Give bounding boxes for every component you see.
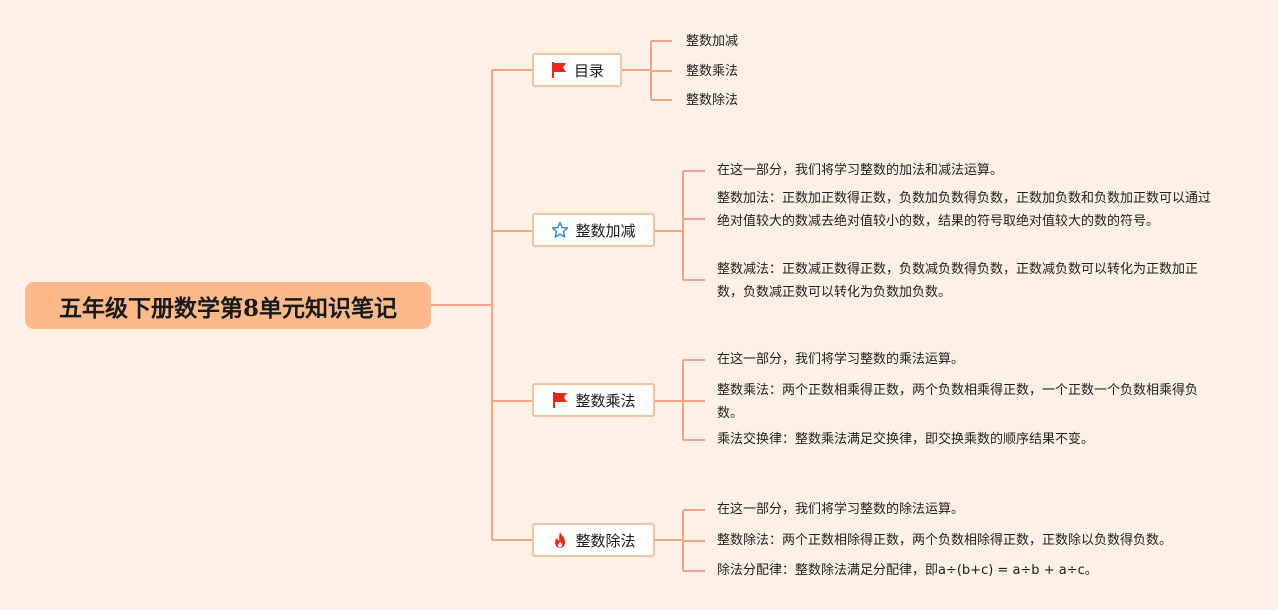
star-icon: [552, 221, 569, 238]
div-note-distributive[interactable]: 除法分配律：整数除法满足分配律，即a÷(b+c) = a÷b + a÷c。: [717, 563, 1098, 578]
add-note-intro[interactable]: 在这一部分，我们将学习整数的加法和减法运算。: [717, 163, 1004, 178]
mul-note-commutative[interactable]: 乘法交换律：整数乘法满足交换律，即交换乘数的顺序结果不变。: [717, 432, 1095, 447]
branch-label: 整数加减: [575, 221, 636, 240]
add-note-addition[interactable]: 整数加法：正数加正数得正数，负数加负数得负数，正数加负数和负数加正数可以通过绝对…: [717, 191, 1212, 229]
div-note-rule[interactable]: 整数除法：两个正数相除得正数，两个负数相除得正数，正数除以负数得负数。: [717, 533, 1173, 548]
branch-multiplication[interactable]: 整数乘法: [532, 383, 655, 417]
toc-item-add[interactable]: 整数加减: [686, 34, 739, 49]
branch-division[interactable]: 整数除法: [532, 523, 655, 557]
flag-icon: [553, 392, 568, 408]
branch-label: 目录: [573, 61, 604, 80]
mul-note-rule[interactable]: 整数乘法：两个正数相乘得正数，两个负数相乘得正数，一个正数一个负数相乘得负数。: [717, 383, 1199, 421]
branch-label: 整数除法: [575, 531, 636, 550]
branch-toc[interactable]: 目录: [532, 53, 622, 87]
branch-label: 整数乘法: [575, 391, 636, 410]
toc-item-div[interactable]: 整数除法: [686, 93, 739, 108]
fire-icon: [555, 532, 566, 548]
toc-item-mul[interactable]: 整数乘法: [686, 64, 739, 79]
add-note-subtraction[interactable]: 整数减法：正数减正数得正数，负数减负数得负数，正数减负数可以转化为正数加正数，负…: [717, 262, 1199, 300]
div-note-intro[interactable]: 在这一部分，我们将学习整数的除法运算。: [717, 502, 965, 517]
branch-add-sub[interactable]: 整数加减: [532, 213, 655, 247]
mul-note-intro[interactable]: 在这一部分，我们将学习整数的乘法运算。: [717, 352, 965, 367]
flag-icon: [551, 62, 566, 78]
root-topic[interactable]: 五年级下册数学第8单元知识笔记: [25, 282, 431, 329]
